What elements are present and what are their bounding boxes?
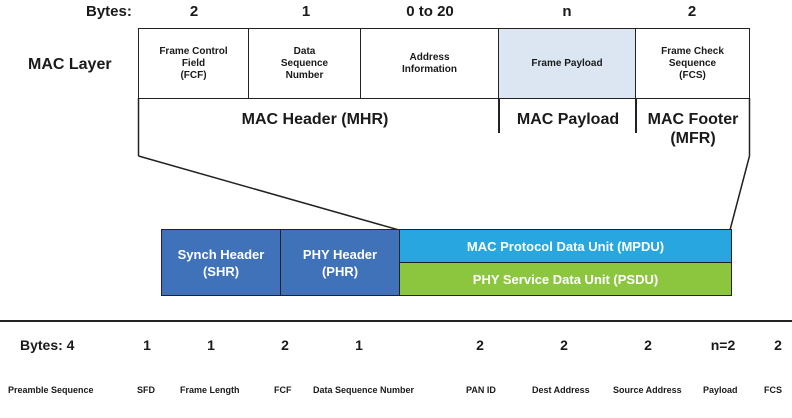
section-mac-header: MAC Header (MHR) xyxy=(241,111,389,128)
bottom-field-payload: Payload xyxy=(703,385,738,395)
bottom-divider xyxy=(0,320,792,322)
section-mac-footer: MAC Footer (MFR) xyxy=(647,111,739,147)
top-bytes-dsn: 1 xyxy=(301,3,311,20)
top-bytes-payload: n xyxy=(562,3,572,20)
bottom-field-preamble-sequence: Preamble Sequence xyxy=(8,385,94,395)
mac-layer-label: MAC Layer xyxy=(28,56,112,73)
bottom-bytes-label: Bytes: 4 xyxy=(20,337,75,353)
field-frame-check-sequence: Frame Check Sequence (FCS) xyxy=(661,45,724,81)
bottom-bytes-pan-id: 2 xyxy=(476,337,484,353)
bottom-field-dest-address: Dest Address xyxy=(532,385,590,395)
field-address-information: Address Information xyxy=(361,29,499,98)
mac-frame xyxy=(138,28,750,99)
mpdu-box: MAC Protocol Data Unit (MPDU) xyxy=(399,229,732,263)
bottom-field-data-sequence-number: Data Sequence Number xyxy=(313,385,415,395)
bottom-field-sfd: SFD xyxy=(137,385,155,395)
top-bytes-label: Bytes: xyxy=(86,3,132,20)
section-divider-footer xyxy=(635,98,637,133)
left-funnel-line xyxy=(138,155,400,231)
right-funnel-line xyxy=(729,155,751,231)
bottom-bytes-fcf: 2 xyxy=(281,337,289,353)
bottom-bytes-frame-length: 1 xyxy=(207,337,215,353)
synch-header-box: Synch Header (SHR) xyxy=(161,229,281,296)
bottom-bytes-source-address: 2 xyxy=(644,337,652,353)
bottom-field-pan-id: PAN ID xyxy=(466,385,496,395)
bottom-bytes-payload: n=2 xyxy=(710,337,736,353)
bottom-bytes-fcs: 2 xyxy=(774,337,782,353)
field-data-sequence-number: Data Sequence Number xyxy=(249,29,361,98)
bottom-field-source-address: Source Address xyxy=(613,385,682,395)
field-frame-control: Frame Control Field (FCF) xyxy=(139,29,249,98)
bottom-field-frame-length: Frame Length xyxy=(180,385,240,395)
phy-header-box: PHY Header (PHR) xyxy=(280,229,400,296)
top-bytes-fcs: 2 xyxy=(687,3,697,20)
top-bytes-fcf: 2 xyxy=(189,3,199,20)
section-divider-payload xyxy=(498,98,500,133)
field-frame-payload: Frame Payload xyxy=(499,29,636,98)
psdu-box: PHY Service Data Unit (PSDU) xyxy=(399,262,732,296)
top-bytes-address: 0 to 20 xyxy=(406,3,454,20)
bottom-bytes-dest-address: 2 xyxy=(560,337,568,353)
bottom-bytes-dsn: 1 xyxy=(355,337,363,353)
section-mac-payload: MAC Payload xyxy=(516,111,620,128)
bottom-field-fcs: FCS xyxy=(764,385,782,395)
bottom-bytes-sfd: 1 xyxy=(143,337,151,353)
bottom-field-fcf: FCF xyxy=(274,385,292,395)
